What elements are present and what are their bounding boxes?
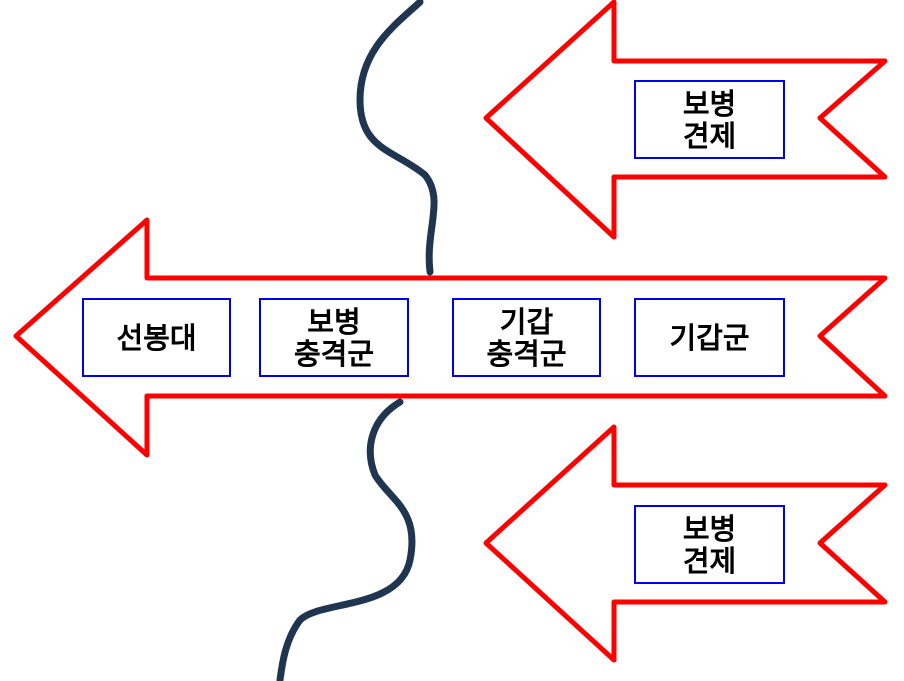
- top-infantry-screen-box: 보병 견제: [634, 80, 785, 159]
- main-arrow: [13, 217, 888, 458]
- vanguard-box: 선봉대: [82, 298, 231, 377]
- armored-shock-group-box: 기갑 충격군: [452, 298, 601, 377]
- infantry-shock-group-box: 보병 충격군: [259, 298, 409, 377]
- armored-army-box: 기갑군: [634, 298, 785, 377]
- river-line-top: [356, 0, 438, 276]
- bottom-infantry-screen-box: 보병 견제: [634, 505, 785, 584]
- river-line-bottom: [276, 398, 416, 681]
